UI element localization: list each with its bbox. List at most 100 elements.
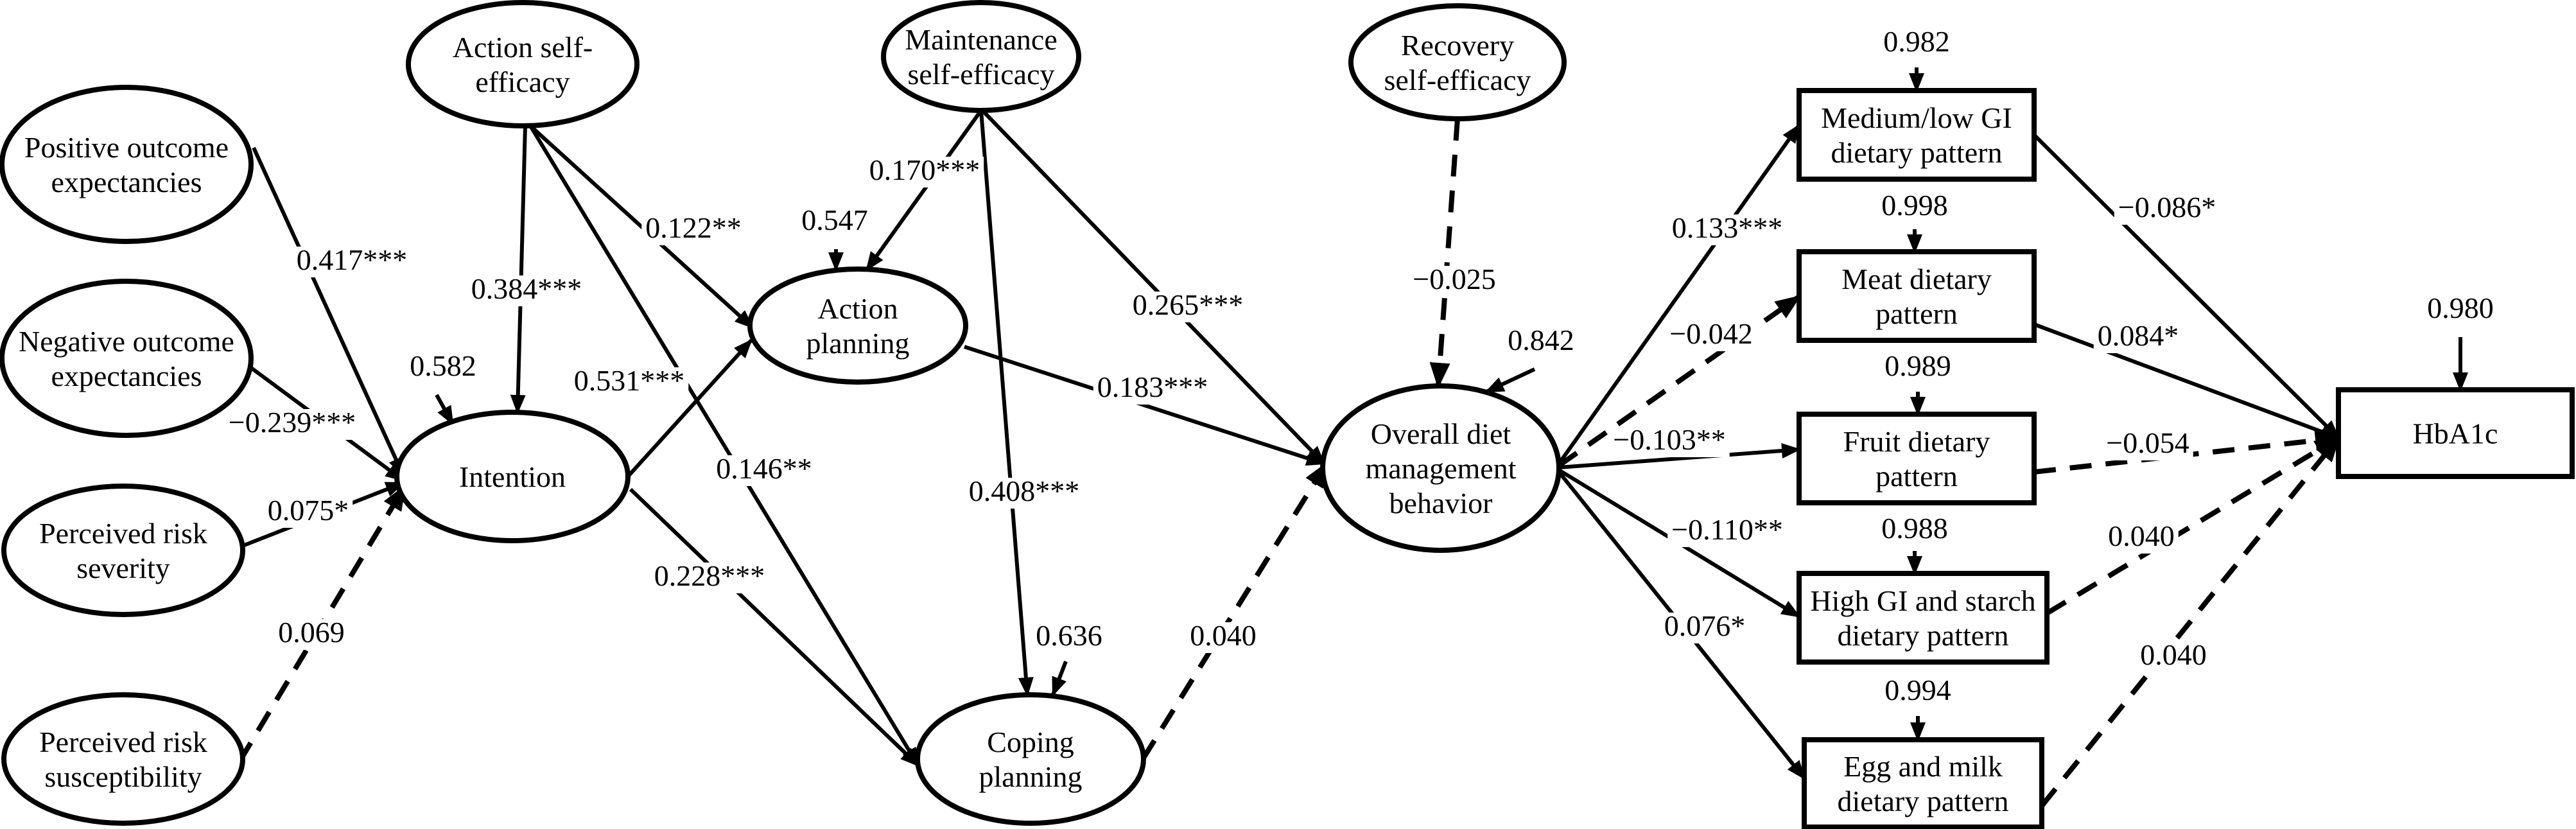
path-label-bg	[570, 367, 689, 398]
residual-arrow-intention	[435, 394, 455, 426]
residual-value-hba1c: 0.980	[2427, 292, 2494, 324]
path-recovery_se-to-overall_diet	[1429, 118, 1460, 388]
node-label-meat: pattern	[1875, 297, 1958, 330]
box-medlow_gi	[1797, 88, 2037, 182]
path-highgi_starch-to-hba1c	[2045, 435, 2341, 616]
path-intention-to-action_planning	[626, 338, 753, 478]
ellipse-risk_severity	[1, 484, 245, 617]
path-label-bg	[865, 157, 984, 188]
ellipse-recovery_se	[1348, 3, 1567, 121]
node-label-action_planning: Action	[817, 292, 898, 325]
path-label-bg	[1660, 613, 1750, 643]
node-label-recovery_se: Recovery	[1401, 29, 1514, 62]
path-label-bg	[1667, 516, 1787, 547]
node-label-overall_diet: behavior	[1389, 487, 1493, 519]
path-coefficient-overall_diet-to-highgi_starch: −0.110**	[1671, 513, 1783, 546]
path-label-bg	[1128, 292, 1248, 322]
node-label-meat: Meat dietary	[1841, 263, 1992, 295]
path-coefficient-egg_milk-to-hba1c: 0.040	[2140, 638, 2207, 671]
path-action_se-to-coping_planning	[528, 125, 920, 767]
path-label-bg	[2136, 641, 2211, 672]
node-label-egg_milk: Egg and milk	[1843, 750, 2003, 783]
ellipse-risk_suscept	[1, 692, 245, 826]
path-label-bg	[1666, 320, 1757, 351]
ellipse-intention	[394, 410, 631, 543]
path-action_planning-to-overall_diet	[964, 345, 1326, 466]
residual-value-egg_milk: 0.994	[1884, 674, 1951, 706]
path-maint_se-to-coping_planning	[979, 110, 1034, 697]
box-fruit	[1797, 412, 2037, 505]
node-label-medlow_gi: Medium/low GI	[1821, 101, 2012, 134]
path-action_se-to-action_planning	[528, 124, 754, 329]
node-label-maint_se: Maintenance	[905, 23, 1057, 56]
residual-arrow-overall_diet	[1484, 367, 1536, 394]
node-label-fruit: pattern	[1875, 460, 1958, 493]
path-label-bg	[650, 563, 769, 593]
box-highgi_starch	[1797, 571, 2049, 665]
node-label-pos_outcome: Positive outcome	[24, 131, 229, 164]
path-coefficient-highgi_starch-to-hba1c: 0.040	[2108, 519, 2175, 552]
residuals-layer: 0.5820.5470.6360.8420.9820.9980.9890.988…	[410, 25, 2494, 742]
path-medlow_gi-to-hba1c	[2032, 133, 2340, 440]
path-coefficient-risk_severity-to-intention: 0.075*	[268, 494, 349, 527]
path-maint_se-to-action_planning	[865, 109, 983, 272]
node-label-intention: Intention	[459, 460, 566, 493]
path-label-bg	[1609, 426, 1730, 457]
path-label-bg	[1093, 374, 1212, 405]
node-hba1c: HbA1c	[2336, 387, 2575, 479]
path-label-bg	[964, 478, 1084, 509]
ellipse-action_se	[406, 0, 640, 128]
node-label-egg_milk: dietary pattern	[1838, 785, 2009, 817]
path-label-bg	[224, 409, 360, 440]
ellipse-maint_se	[881, 0, 1081, 113]
path-label-bg	[292, 247, 412, 277]
path-label-bg	[1667, 214, 1787, 245]
path-coefficient-maint_se-to-coping_planning: 0.408***	[969, 475, 1080, 507]
path-coefficient-risk_suscept-to-intention: 0.069	[278, 616, 345, 649]
path-label-bg	[2093, 322, 2183, 353]
box-hba1c	[2336, 387, 2575, 479]
node-label-coping_planning: planning	[979, 760, 1083, 793]
path-coefficient-neg_outcome-to-intention: −0.239***	[229, 406, 356, 439]
residual-value-action_planning: 0.547	[801, 204, 868, 236]
node-label-risk_suscept: Perceived risk	[39, 726, 207, 758]
node-label-action_planning: planning	[806, 327, 910, 360]
path-coefficient-overall_diet-to-egg_milk: 0.076*	[1664, 609, 1746, 642]
residual-arrow-coping_planning	[1051, 660, 1068, 697]
path-pos_outcome-to-intention	[252, 146, 405, 477]
path-label-bg	[2104, 523, 2179, 554]
path-label-bg	[263, 497, 353, 528]
node-label-maint_se: self-efficacy	[908, 58, 1055, 91]
path-coefficient-recovery_se-to-overall_diet: −0.025	[1413, 263, 1495, 295]
residual-value-intention: 0.582	[410, 349, 476, 382]
path-coefficient-maint_se-to-action_planning: 0.170***	[869, 153, 980, 186]
path-label-bg	[712, 455, 816, 486]
node-label-hba1c: HbA1c	[2413, 417, 2498, 450]
path-coefficient-overall_diet-to-medlow_gi: 0.133***	[1672, 211, 1783, 244]
node-label-neg_outcome: Negative outcome	[19, 325, 234, 358]
path-label-bg	[1409, 266, 1500, 297]
path-coefficient-action_se-to-coping_planning: 0.146**	[716, 452, 812, 485]
path-coefficient-pos_outcome-to-intention: 0.417***	[297, 243, 408, 276]
path-label-bg	[641, 214, 745, 245]
node-action_se: Action self-efficacy	[406, 0, 640, 128]
node-label-risk_suscept: susceptibility	[44, 760, 202, 793]
edges-layer	[237, 109, 2341, 808]
path-coefficient-medlow_gi-to-hba1c: −0.086*	[2118, 191, 2216, 223]
residual-value-meat: 0.998	[1881, 189, 1948, 222]
path-overall_diet-to-medlow_gi	[1557, 123, 1801, 465]
